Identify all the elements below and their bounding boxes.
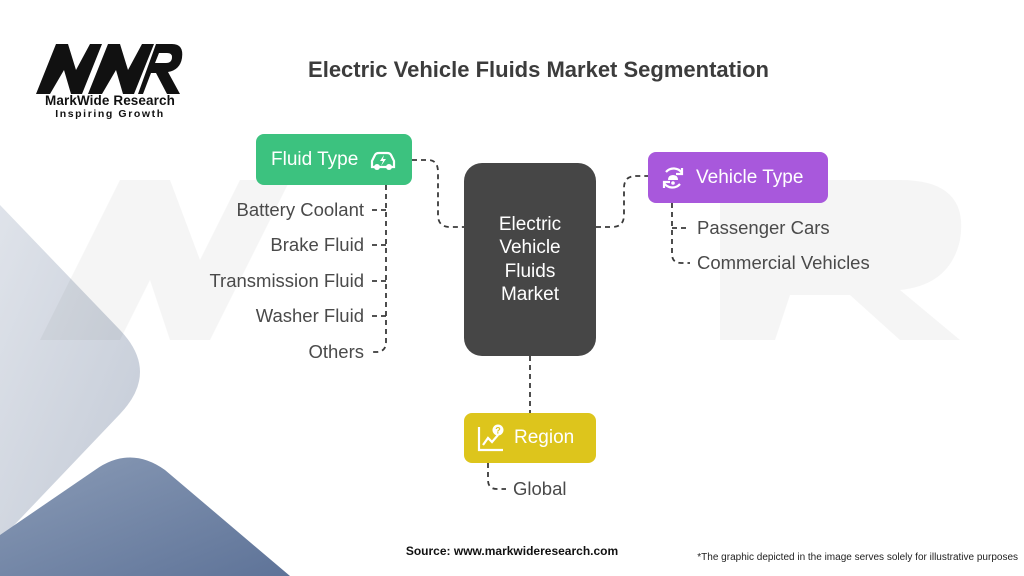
chart-question-icon: ? bbox=[476, 423, 506, 453]
electric-car-icon bbox=[368, 145, 398, 175]
bg-shape-dark bbox=[0, 457, 290, 576]
fluid-type-item: Others bbox=[308, 341, 364, 362]
fluid-type-item: Washer Fluid bbox=[255, 305, 364, 326]
fluid-type-item: Brake Fluid bbox=[270, 234, 364, 255]
brand-logo-mark bbox=[36, 44, 183, 94]
watermark bbox=[40, 180, 962, 340]
connector-vehicle-items bbox=[671, 203, 690, 264]
category-region-label: Region bbox=[514, 427, 575, 448]
connector-vehicle-type bbox=[596, 175, 648, 228]
category-vehicle-type: Vehicle Type bbox=[648, 152, 828, 203]
category-region: ? Region bbox=[464, 413, 596, 463]
source-note: Source: www.markwideresearch.com bbox=[405, 544, 619, 558]
category-vehicle-type-label: Vehicle Type bbox=[696, 166, 804, 188]
connector-fluid-items bbox=[372, 185, 387, 353]
vehicle-type-item: Passenger Cars bbox=[697, 217, 830, 238]
disclaimer-note: *The graphic depicted in the image serve… bbox=[697, 552, 1018, 563]
region-item: Global bbox=[513, 478, 567, 499]
bg-shape-light bbox=[0, 205, 140, 540]
brand-name: MarkWide Research bbox=[45, 93, 175, 108]
eco-cycle-icon bbox=[658, 163, 688, 193]
connector-fluid-type bbox=[412, 159, 464, 228]
svg-text:?: ? bbox=[495, 426, 501, 436]
fluid-type-item: Battery Coolant bbox=[236, 199, 364, 220]
connector-region-items bbox=[487, 463, 506, 490]
fluid-type-item: Transmission Fluid bbox=[209, 270, 364, 291]
center-node: Electric Vehicle Fluids Market bbox=[464, 163, 596, 356]
page-title: Electric Vehicle Fluids Market Segmentat… bbox=[308, 57, 769, 82]
brand-tagline: Inspiring Growth bbox=[55, 108, 165, 120]
vehicle-type-item: Commercial Vehicles bbox=[697, 252, 870, 273]
category-fluid-type-label: Fluid Type bbox=[271, 148, 359, 170]
category-fluid-type: Fluid Type bbox=[256, 134, 412, 185]
center-node-label: Electric Vehicle Fluids Market bbox=[498, 213, 562, 306]
